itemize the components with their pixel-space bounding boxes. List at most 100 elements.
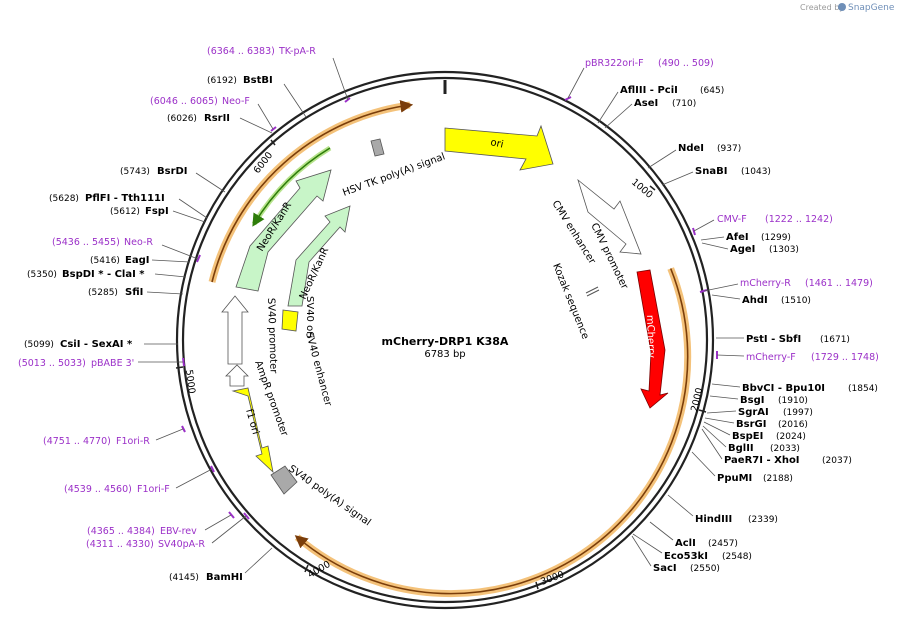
lead-ebv-rev <box>204 514 232 531</box>
site-bbvCI-pos: (1854) <box>848 384 878 394</box>
site-fspI-pos: (5612) <box>110 207 140 217</box>
site-hindIII-pos: (2339) <box>748 515 778 525</box>
site-csiI[interactable]: CsiI - SexAI * <box>60 339 133 350</box>
primer-cmv-f[interactable]: CMV-F <box>717 214 747 225</box>
site-pstI[interactable]: PstI - SbfI <box>746 334 801 345</box>
lead-bsgI <box>709 395 739 400</box>
site-fspI[interactable]: FspI <box>145 206 169 217</box>
cmv-promoter-feature <box>577 178 642 255</box>
site-afeI-pos: (1299) <box>761 233 791 243</box>
primer-pbr322ori-f[interactable]: pBR322ori-F <box>585 58 644 69</box>
site-eagI[interactable]: EagI <box>125 255 149 266</box>
primer-sv40pa-r[interactable]: SV40pA-R <box>158 539 205 550</box>
site-bbvCI[interactable]: BbvCI - Bpu10I <box>742 383 825 394</box>
site-bsrDI-pos: (5743) <box>120 167 150 177</box>
site-ahdI[interactable]: AhdI <box>742 295 768 306</box>
lead-aflIII <box>597 91 619 124</box>
primer-f1ori-f-range: (4539 .. 4560) <box>64 484 132 495</box>
lead-bsrDI <box>195 172 226 193</box>
primer-neo-r-range: (5436 .. 5455) <box>52 237 120 248</box>
site-afeI[interactable]: AfeI <box>726 232 749 243</box>
lead-mcherry-r <box>703 283 739 292</box>
lead-pflFI <box>178 198 208 219</box>
ampr-promoter-feature <box>225 364 249 387</box>
site-bsrDI[interactable]: BsrDI <box>157 166 188 177</box>
primer-f1ori-r[interactable]: F1ori-R <box>116 436 150 447</box>
lead-hindIII <box>667 494 694 517</box>
site-snaBI[interactable]: SnaBI <box>695 166 727 177</box>
lead-sgrAI <box>706 410 737 414</box>
sv40-ori-label: SV40 ori <box>304 296 315 338</box>
site-sacI-pos: (2550) <box>690 564 720 574</box>
site-paeR7I[interactable]: PaeR7I - XhoI <box>724 455 800 466</box>
site-aclI[interactable]: AclI <box>675 538 696 549</box>
site-eagI-pos: (5416) <box>90 256 120 266</box>
lead-tk-pa-r <box>332 57 349 101</box>
site-bamHI-pos: (4145) <box>169 573 199 583</box>
cds-arc-highlight <box>294 267 692 598</box>
sv40-polya-label: SV40 poly(A) signal <box>286 463 372 528</box>
site-ndeI[interactable]: NdeI <box>678 143 704 154</box>
site-bsgI[interactable]: BsgI <box>740 395 764 406</box>
primer-f1ori-r-mark <box>181 425 186 433</box>
cds-arc-arrow <box>294 268 689 595</box>
lead-aseI <box>604 103 633 129</box>
site-bspEI[interactable]: BspEI <box>732 431 763 442</box>
hsv-tk-polya-label: HSV TK poly(A) signal <box>341 151 447 198</box>
lead-neo-f <box>257 103 274 130</box>
site-ageI[interactable]: AgeI <box>730 244 755 255</box>
site-bglII[interactable]: BglII <box>728 443 754 454</box>
primer-mcherry-r[interactable]: mCherry-R <box>740 278 791 289</box>
primer-neo-f-range: (6046 .. 6065) <box>150 96 218 107</box>
site-rsrII-pos: (6026) <box>167 114 197 124</box>
lead-eco53kI <box>632 533 663 554</box>
primer-neo-f-mark <box>270 126 277 132</box>
primer-tk-pa-r-range: (6364 .. 6383) <box>207 46 275 57</box>
site-bstBI-pos: (6192) <box>207 76 237 86</box>
lead-f1ori-f <box>175 468 213 489</box>
primer-neo-f[interactable]: Neo-F <box>222 96 250 107</box>
site-ppuMI[interactable]: PpuMI <box>717 473 752 484</box>
site-aflIII[interactable]: AflIII - PciI <box>620 85 678 96</box>
site-sgrAI[interactable]: SgrAI <box>738 407 769 418</box>
plasmid-name: mCherry-DRP1 K38A <box>382 335 509 348</box>
backbone-inner-circle <box>181 76 709 604</box>
site-bstBI[interactable]: BstBI <box>243 75 273 86</box>
primer-mcherry-f[interactable]: mCherry-F <box>746 352 796 363</box>
lead-paeR7I <box>701 428 723 460</box>
sv40-promoter-label: SV40 promoter <box>265 298 279 375</box>
lead-eagI <box>151 259 191 263</box>
lead-sacI <box>631 535 652 567</box>
site-bamHI[interactable]: BamHI <box>206 572 243 583</box>
site-bsrGI[interactable]: BsrGI <box>736 419 766 430</box>
primer-neo-r[interactable]: Neo-R <box>124 237 153 248</box>
primer-f1ori-r-range: (4751 .. 4770) <box>43 436 111 447</box>
primer-ebv-rev[interactable]: EBV-rev <box>160 526 197 537</box>
site-eco53kI[interactable]: Eco53kI <box>664 551 708 562</box>
site-aclI-pos: (2457) <box>708 539 738 549</box>
site-eco53kI-pos: (2548) <box>722 552 752 562</box>
site-aflIII-pos: (645) <box>700 86 724 96</box>
site-pflFI[interactable]: PflFI - Tth111I <box>85 193 165 204</box>
f1-ori-feature <box>231 387 274 474</box>
primer-pbabe3[interactable]: pBABE 3' <box>91 358 134 369</box>
lead-pbr322ori-f <box>567 67 585 99</box>
site-aseI[interactable]: AseI <box>634 98 658 109</box>
site-bspDI[interactable]: BspDI * - ClaI * <box>62 269 145 280</box>
lead-snaBI <box>661 171 694 186</box>
primer-f1ori-f[interactable]: F1ori-F <box>137 484 170 495</box>
kozak-marker-2 <box>586 289 600 297</box>
ori-feature <box>444 124 554 171</box>
site-sacI[interactable]: SacI <box>653 563 677 574</box>
primer-tk-pa-r[interactable]: TK-pA-R <box>278 46 316 57</box>
site-hindIII[interactable]: HindIII <box>695 514 732 525</box>
primer-ebv-rev-range: (4365 .. 4384) <box>87 526 155 537</box>
lead-ahdI <box>711 294 741 300</box>
primer-pbr322ori-f-mark <box>564 96 572 101</box>
sv40-polya-feature <box>270 465 298 495</box>
site-rsrII[interactable]: RsrII <box>204 113 230 124</box>
site-sfiI[interactable]: SfiI <box>125 287 143 298</box>
lead-bspEI <box>703 421 731 436</box>
tick-3000-mark <box>535 581 539 590</box>
